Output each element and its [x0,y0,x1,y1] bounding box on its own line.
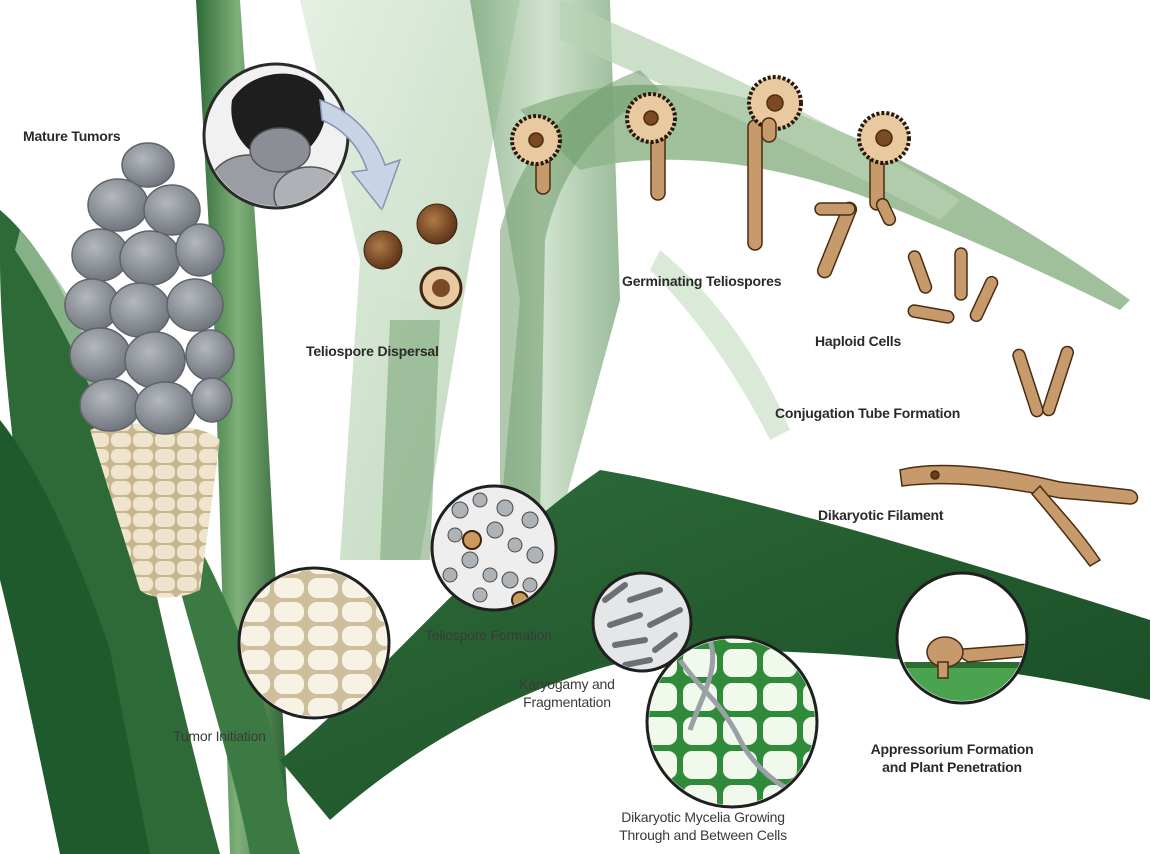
label-dikaryotic-mycelia: Dikaryotic Mycelia Growing Through and B… [588,808,818,844]
label-conjugation-tube-formation: Conjugation Tube Formation [775,404,960,422]
label-mature-tumors: Mature Tumors [23,127,121,145]
haploid-cells [907,248,1000,324]
label-haploid-cells: Haploid Cells [815,332,901,350]
label-appressorium-line1: Appressorium Formation [852,740,1052,758]
label-appressorium-formation: Appressorium Formation and Plant Penetra… [852,740,1052,776]
label-mycelia-line1: Dikaryotic Mycelia Growing [588,808,818,826]
label-karyogamy-fragmentation: Karyogamy and Fragmentation [502,675,632,711]
teliospore-formation-circle [432,486,556,610]
label-karyogamy-line2: Fragmentation [502,693,632,711]
label-teliospore-dispersal: Teliospore Dispersal [306,342,439,360]
label-karyogamy-line1: Karyogamy and [502,675,632,693]
label-appressorium-line2: and Plant Penetration [852,758,1052,776]
label-dikaryotic-filament: Dikaryotic Filament [818,506,943,524]
label-mycelia-line2: Through and Between Cells [588,826,818,844]
label-germinating-teliospores: Germinating Teliospores [622,272,781,290]
label-tumor-initiation: Tumor Initiation [173,727,266,745]
conjugation-tubes [1011,345,1074,418]
label-teliospore-formation: Teliospore Formation [425,626,552,644]
